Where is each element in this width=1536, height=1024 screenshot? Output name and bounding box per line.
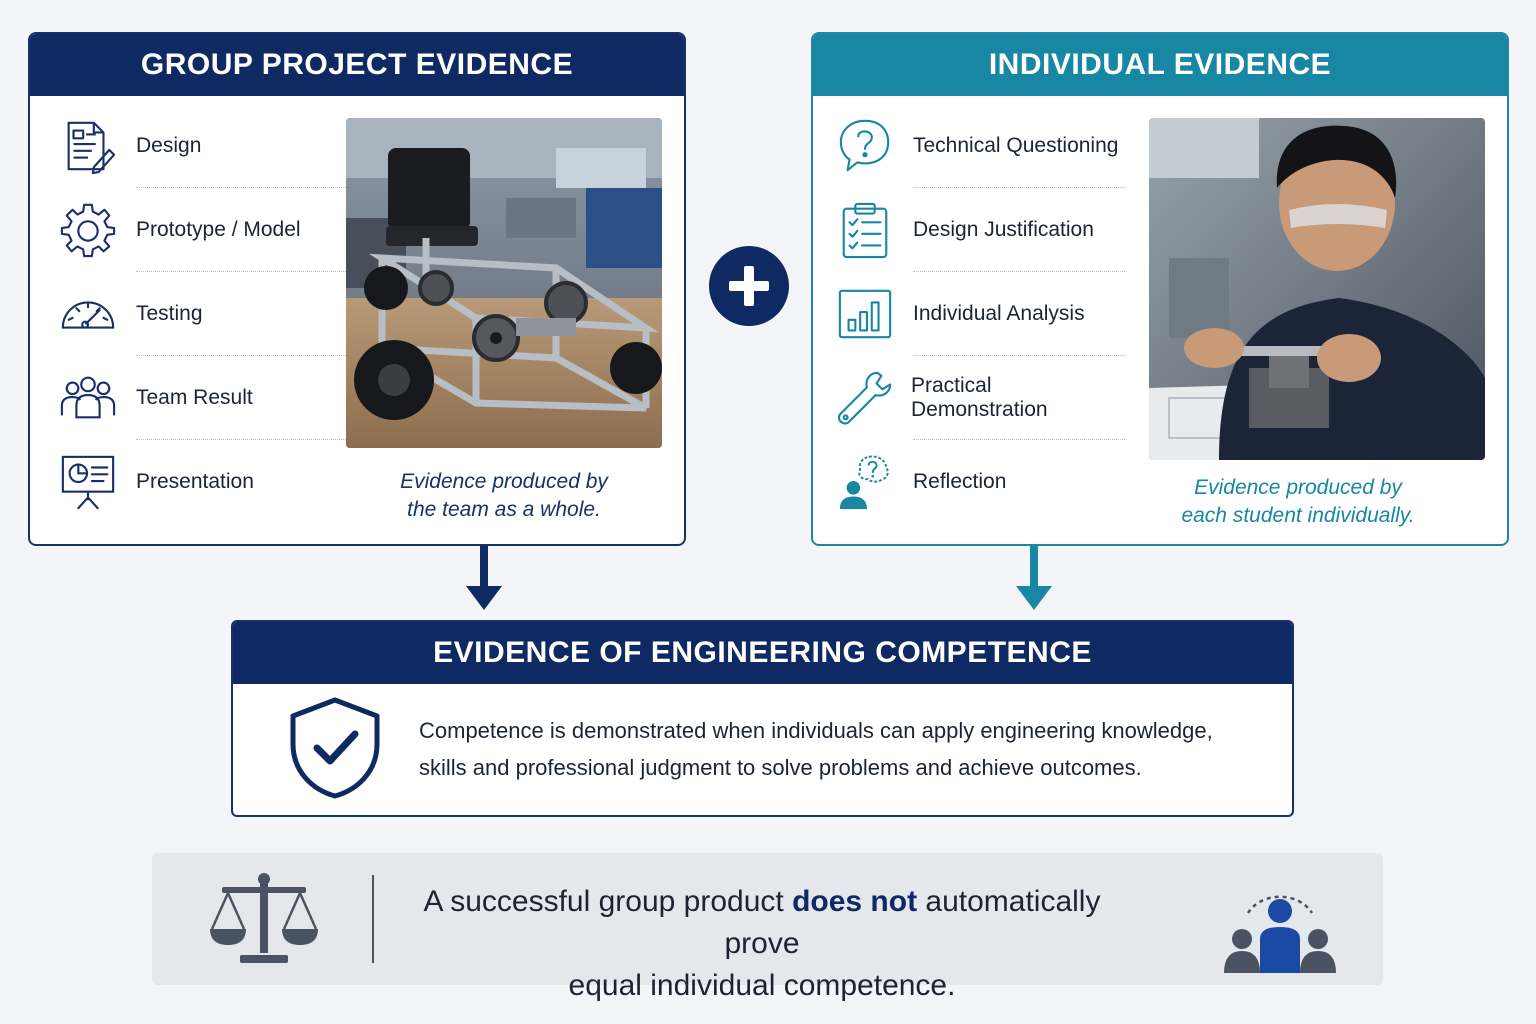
individual-evidence-list: Technical Questioning Design Justificati… xyxy=(835,104,1125,524)
individual-item-label: Design Justification xyxy=(913,218,1094,241)
student-measuring-photo xyxy=(1149,118,1485,460)
divider xyxy=(136,187,350,188)
individual-item-design-justification: Design Justification xyxy=(835,188,1125,272)
individual-item-label: Reflection xyxy=(913,470,1007,493)
group-item-testing: Testing xyxy=(58,272,350,356)
group-item-design: Design xyxy=(58,104,350,188)
competence-title: EVIDENCE OF ENGINEERING COMPETENCE xyxy=(233,622,1292,684)
conclusion-text: A successful group product does not auto… xyxy=(392,881,1132,1007)
group-item-label: Testing xyxy=(136,302,203,325)
individual-item-technical-questioning: Technical Questioning xyxy=(835,104,1125,188)
divider xyxy=(136,271,350,272)
arrow-down-icon xyxy=(466,546,502,610)
person-thinking-icon xyxy=(835,452,895,512)
question-bubble-icon xyxy=(835,116,895,176)
plus-icon xyxy=(709,246,789,326)
group-caption: Evidence produced by the team as a whole… xyxy=(346,468,662,524)
individual-item-reflection: Reflection xyxy=(835,440,1125,524)
group-item-label: Prototype / Model xyxy=(136,218,301,241)
document-pen-icon xyxy=(58,116,118,176)
individual-item-label: Technical Questioning xyxy=(913,134,1119,157)
conclusion-emphasis: does not xyxy=(792,885,918,918)
individual-item-analysis: Individual Analysis xyxy=(835,272,1125,356)
individual-caption-line1: Evidence produced by xyxy=(1194,476,1402,499)
clipboard-checklist-icon xyxy=(835,200,895,260)
group-item-team-result: Team Result xyxy=(58,356,350,440)
group-item-label: Design xyxy=(136,134,202,157)
group-caption-line2: the team as a whole. xyxy=(407,498,601,521)
wrench-icon xyxy=(835,368,893,428)
conclusion-banner: A successful group product does not auto… xyxy=(152,853,1383,1002)
competence-description: Competence is demonstrated when individu… xyxy=(419,712,1279,786)
group-item-label: Team Result xyxy=(136,386,253,409)
group-evidence-list: Design Prototype / Model xyxy=(58,104,350,524)
group-prototype-vehicle-photo xyxy=(346,118,662,448)
shield-check-icon xyxy=(290,697,380,799)
gear-icon xyxy=(58,200,118,260)
divider xyxy=(913,187,1125,188)
group-item-label: Presentation xyxy=(136,470,254,493)
individual-item-label: Practical Demonstration xyxy=(911,374,1048,421)
conclusion-part1: A successful group product xyxy=(423,885,793,918)
team-icon xyxy=(58,368,118,428)
scales-of-justice-icon xyxy=(210,873,318,963)
group-evidence-panel: GROUP PROJECT EVIDENCE Design Pro xyxy=(28,32,686,546)
divider xyxy=(913,355,1125,356)
divider xyxy=(136,355,350,356)
competence-panel: EVIDENCE OF ENGINEERING COMPETENCE Compe… xyxy=(231,620,1294,817)
group-individual-people-icon xyxy=(1224,895,1336,973)
individual-item-label: Individual Analysis xyxy=(913,302,1085,325)
presentation-board-icon xyxy=(58,452,118,512)
conclusion-part2: automatically prove xyxy=(724,885,1101,960)
divider xyxy=(136,439,350,440)
group-item-prototype: Prototype / Model xyxy=(58,188,350,272)
individual-caption-line2: each student individually. xyxy=(1181,504,1415,527)
divider xyxy=(913,439,1125,440)
individual-item-practical-demonstration: Practical Demonstration xyxy=(835,356,1125,440)
vertical-divider xyxy=(372,875,374,963)
arrow-down-icon xyxy=(1016,546,1052,610)
gauge-icon xyxy=(58,284,118,344)
conclusion-line1: A successful group product does not auto… xyxy=(392,881,1132,965)
group-evidence-title: GROUP PROJECT EVIDENCE xyxy=(30,34,684,96)
individual-caption: Evidence produced by each student indivi… xyxy=(1133,474,1463,530)
bar-chart-icon xyxy=(835,284,895,344)
individual-evidence-title: INDIVIDUAL EVIDENCE xyxy=(813,34,1507,96)
group-item-presentation: Presentation xyxy=(58,440,350,524)
divider xyxy=(913,271,1125,272)
competence-line2: skills and professional judgment to solv… xyxy=(419,755,1142,780)
competence-line1: Competence is demonstrated when individu… xyxy=(419,718,1213,743)
individual-evidence-panel: INDIVIDUAL EVIDENCE Technical Questionin… xyxy=(811,32,1509,546)
group-caption-line1: Evidence produced by xyxy=(400,470,608,493)
conclusion-line2: equal individual competence. xyxy=(568,969,956,1002)
